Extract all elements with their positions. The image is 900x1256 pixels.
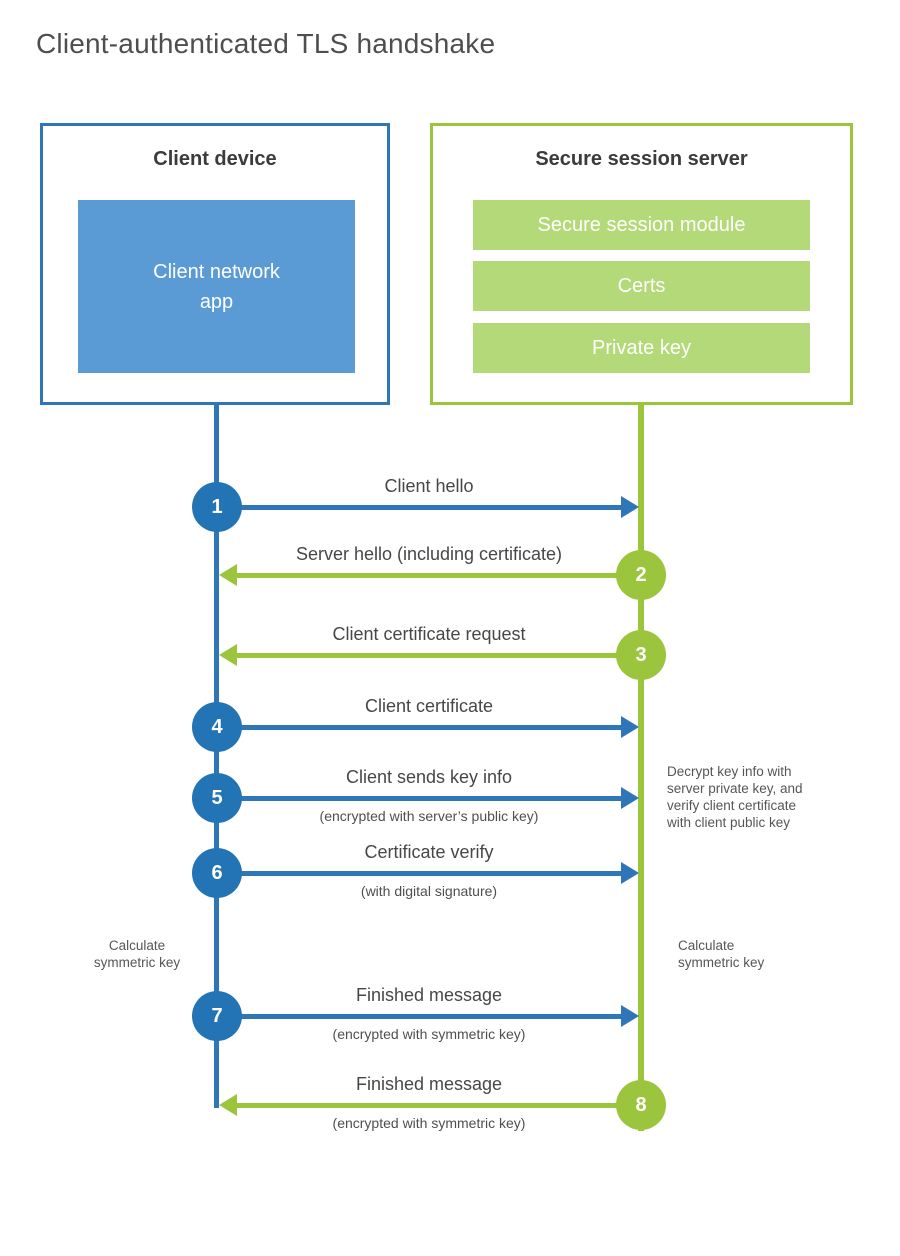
arrow-line — [217, 725, 621, 730]
arrowhead-right-icon — [621, 862, 639, 884]
arrow-line — [237, 1103, 641, 1108]
message-label: Client certificate request — [332, 624, 526, 644]
message-label: Server hello (including certificate) — [295, 544, 563, 564]
page-title: Client-authenticated TLS handshake — [36, 28, 496, 59]
message-sublabel: (encrypted with server’s public key) — [319, 808, 539, 824]
arrow-line — [217, 1014, 621, 1019]
message-label: Certificate verify — [364, 842, 494, 862]
secure-session-server-box: Secure session server Secure session mod… — [430, 123, 853, 405]
message-sublabel: (encrypted with symmetric key) — [332, 1115, 526, 1131]
message-sublabel: (with digital signature) — [360, 883, 498, 899]
server-module-certs: Certs — [473, 261, 810, 311]
client-network-app-box: Client network app — [78, 200, 355, 373]
secure-session-server-title: Secure session server — [535, 148, 748, 170]
message-label: Client sends key info — [345, 767, 513, 787]
step-circle-5: 5 — [192, 773, 242, 823]
arrow-line — [217, 796, 621, 801]
message-label: Finished message — [355, 985, 503, 1005]
arrowhead-right-icon — [621, 716, 639, 738]
message-label: Client hello — [384, 476, 474, 496]
server-lifeline — [638, 404, 644, 1131]
step-circle-8: 8 — [616, 1080, 666, 1130]
arrowhead-left-icon — [219, 644, 237, 666]
client-lifeline — [214, 404, 219, 1108]
step-circle-2: 2 — [616, 550, 666, 600]
step-circle-3: 3 — [616, 630, 666, 680]
step-circle-7: 7 — [192, 991, 242, 1041]
arrowhead-right-icon — [621, 1005, 639, 1027]
calculate-symmetric-key-note-server: Calculate symmetric key — [678, 938, 765, 970]
client-device-title: Client device — [153, 148, 277, 170]
step-circle-6: 6 — [192, 848, 242, 898]
arrowhead-right-icon — [621, 496, 639, 518]
message-label: Finished message — [355, 1074, 503, 1094]
arrow-line — [217, 505, 621, 510]
arrow-line — [217, 871, 621, 876]
message-label: Client certificate — [364, 696, 494, 716]
decrypt-key-note: Decrypt key info with server private key… — [667, 764, 803, 830]
arrowhead-left-icon — [219, 564, 237, 586]
arrowhead-right-icon — [621, 787, 639, 809]
calculate-symmetric-key-note-client: Calculate symmetric key — [93, 938, 181, 970]
step-circle-4: 4 — [192, 702, 242, 752]
step-circle-1: 1 — [192, 482, 242, 532]
arrow-line — [237, 653, 641, 658]
server-module-secure-session: Secure session module — [473, 200, 810, 250]
arrowhead-left-icon — [219, 1094, 237, 1116]
server-module-private-key: Private key — [473, 323, 810, 373]
arrow-line — [237, 573, 641, 578]
message-sublabel: (encrypted with symmetric key) — [332, 1026, 526, 1042]
client-device-box: Client device Client network app — [40, 123, 390, 405]
